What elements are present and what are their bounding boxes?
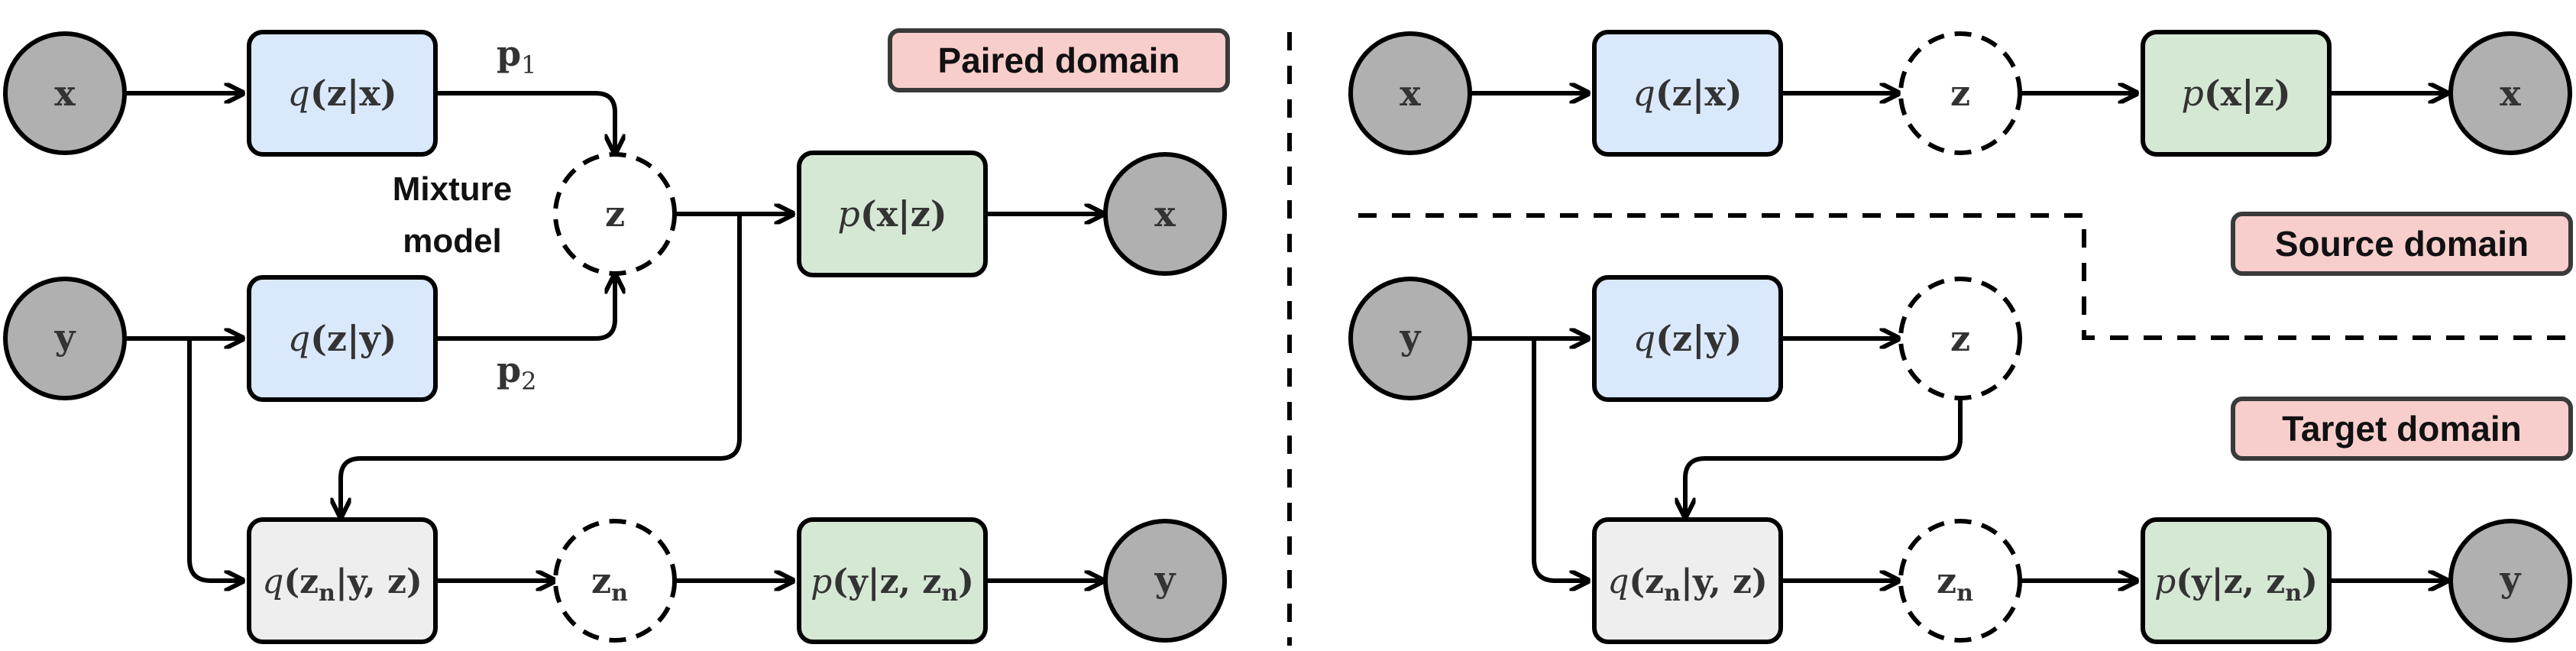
source-decoder-pxz: p(x|z): [2141, 30, 2332, 157]
decoder-py: p(y|z, zn): [797, 517, 988, 644]
qzx-fn: q: [287, 73, 309, 114]
svg-text:q(z|x): q(z|x): [287, 73, 396, 114]
svg-text:y: y: [2500, 559, 2522, 600]
svg-text:zn: zn: [1937, 560, 1973, 607]
mixture-label-line2: model: [403, 222, 502, 260]
svg-text:q(z|y): q(z|y): [1633, 318, 1743, 359]
svg-text:q(z|x): q(z|x): [1633, 73, 1742, 114]
svg-text:q(zn|y, z): q(zn|y, z): [1607, 562, 1768, 607]
weight-p1: p1: [497, 33, 537, 79]
qzy-fn: q: [288, 318, 310, 359]
svg-text:p(y|z, zn): p(y|z, zn): [811, 562, 974, 607]
mixture-label-line1: Mixture: [393, 170, 512, 208]
qzy-args: (z|y): [310, 318, 396, 359]
svg-text:q(z|y): q(z|y): [288, 318, 397, 359]
paired-domain-label: Paired domain: [938, 40, 1180, 80]
paired-panel: x q(z|x) p1 Mixture model z p(x|z): [3, 28, 1230, 644]
edge-qzx-to-z: [435, 91, 615, 155]
svg-text:y: y: [1400, 316, 1422, 358]
decoder-pxz: p(x|z): [797, 151, 988, 277]
observed-y-output: y: [1103, 519, 1227, 643]
source-domain-label: Source domain: [2275, 224, 2529, 264]
target-observed-y-input: y: [1348, 277, 1472, 400]
target-observed-y-output: y: [2448, 519, 2572, 643]
py-fn: p: [811, 562, 832, 601]
svg-text:zn: zn: [591, 560, 628, 607]
source-observed-x-output: x: [2448, 31, 2572, 155]
svg-text:p(x|z): p(x|z): [837, 193, 947, 235]
observed-y-input: y: [3, 277, 127, 400]
z-label: z: [605, 193, 625, 235]
latent-z: z: [553, 152, 677, 276]
x-input-label: x: [54, 73, 76, 114]
source-latent-z: z: [1898, 31, 2022, 155]
target-latent-zn: zn: [1898, 519, 2022, 643]
edge-tgt-z-to-qzn: [1685, 397, 1963, 519]
target-decoder-py: p(y|z, zn): [2141, 517, 2332, 644]
latent-zn: zn: [553, 519, 677, 643]
encoder-qzy: q(z|y): [247, 275, 438, 402]
edge-tgt-y-to-qzn: [1532, 336, 1591, 581]
target-domain-label: Target domain: [2282, 409, 2522, 449]
svg-text:p(x|z): p(x|z): [2181, 73, 2290, 114]
encoder-qzn: q(zn|y, z): [247, 517, 438, 644]
svg-text:x: x: [1400, 73, 1421, 114]
edge-z-to-qzn: [341, 212, 742, 519]
y-output-label: y: [1154, 559, 1176, 600]
edge-qzy-to-z: [435, 273, 615, 341]
zn-base: z: [591, 560, 611, 601]
target-encoder-qzn: q(zn|y, z): [1592, 517, 1783, 644]
encoder-qzx: q(z|x): [247, 30, 438, 157]
x-output-label: x: [1154, 193, 1176, 235]
pxz-fn: p: [837, 193, 859, 235]
weight-p2: p2: [497, 349, 537, 396]
qzn-fn: q: [262, 562, 283, 601]
y-input-label: y: [54, 316, 76, 358]
paired-domain-tag: Paired domain: [888, 28, 1230, 92]
target-domain-tag: Target domain: [2231, 397, 2573, 461]
source-target-boundary: [1358, 213, 2576, 340]
target-encoder-qzy: q(z|y): [1592, 275, 1783, 402]
qzx-args: (z|x): [310, 73, 397, 114]
observed-x-input: x: [3, 31, 127, 155]
svg-text:q(zn|y, z): q(zn|y, z): [262, 562, 422, 607]
zn-sub: n: [611, 580, 628, 607]
source-encoder-qzx: q(z|x): [1592, 30, 1783, 157]
pxz-args: (x|z): [860, 193, 947, 235]
svg-text:p(y|z, zn): p(y|z, zn): [2154, 562, 2318, 607]
target-latent-z: z: [1898, 277, 2022, 400]
svg-text:x: x: [2500, 73, 2521, 114]
source-domain-tag: Source domain: [2231, 212, 2573, 276]
unpaired-panel: x q(z|x) z p(x|z) x Sou: [1348, 30, 2576, 644]
svg-text:z: z: [1950, 318, 1970, 359]
observed-x-output: x: [1103, 152, 1227, 276]
source-observed-x-input: x: [1348, 31, 1472, 155]
svg-text:z: z: [1950, 73, 1970, 114]
edge-y-to-qzn: [187, 336, 245, 581]
